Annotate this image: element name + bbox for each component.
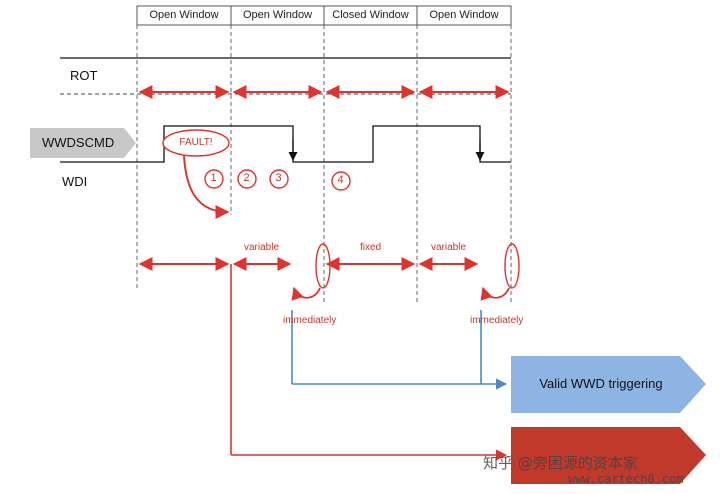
wdi-falling-edges bbox=[288, 140, 485, 161]
rot-label: ROT bbox=[70, 68, 98, 83]
boundary-ellipse-1 bbox=[315, 243, 331, 289]
step-circles bbox=[204, 169, 351, 191]
immediately-label-2: immediately bbox=[470, 315, 524, 326]
step-1: 1 bbox=[210, 172, 217, 184]
window-boundaries bbox=[136, 25, 512, 305]
step-3: 3 bbox=[275, 172, 282, 184]
column-header-1: Open Window bbox=[149, 9, 219, 21]
valid-trigger-path bbox=[291, 310, 508, 390]
watermark-url: www.cartech8.com bbox=[568, 472, 684, 486]
immediately-label-1: immediately bbox=[283, 315, 337, 326]
step-2: 2 bbox=[243, 172, 250, 184]
invalid-outcome-box bbox=[511, 427, 706, 484]
fault-label: FAULT! bbox=[179, 137, 213, 148]
fault-ellipse bbox=[162, 129, 230, 157]
column-header-4: Open Window bbox=[429, 9, 499, 21]
window-header-row bbox=[136, 5, 512, 26]
wwdscmd-label: WWDSCMD bbox=[42, 135, 115, 150]
boundary-ellipse-2 bbox=[504, 243, 520, 289]
immediately-arrow-1 bbox=[291, 286, 321, 301]
valid-outcome-label: Valid WWD triggering bbox=[539, 376, 663, 391]
variable-label-2: variable bbox=[431, 242, 467, 253]
valid-outcome-box bbox=[511, 356, 706, 413]
column-header-2: Open Window bbox=[242, 9, 313, 21]
step-4: 4 bbox=[337, 174, 344, 186]
fixed-label: fixed bbox=[360, 242, 382, 253]
rot-signal bbox=[60, 57, 511, 95]
immediately-arrow-2 bbox=[480, 286, 510, 301]
wdi-label: WDI bbox=[62, 174, 88, 189]
watermark-text: 知乎 @旁困源的资本家 bbox=[483, 454, 638, 472]
wwdscmd-arrow-shape bbox=[30, 128, 136, 158]
variable-label-1: variable bbox=[244, 242, 280, 253]
fault-hook-arrow bbox=[183, 155, 230, 219]
column-header-3: Closed Window bbox=[332, 9, 409, 21]
fault-path bbox=[230, 264, 508, 461]
